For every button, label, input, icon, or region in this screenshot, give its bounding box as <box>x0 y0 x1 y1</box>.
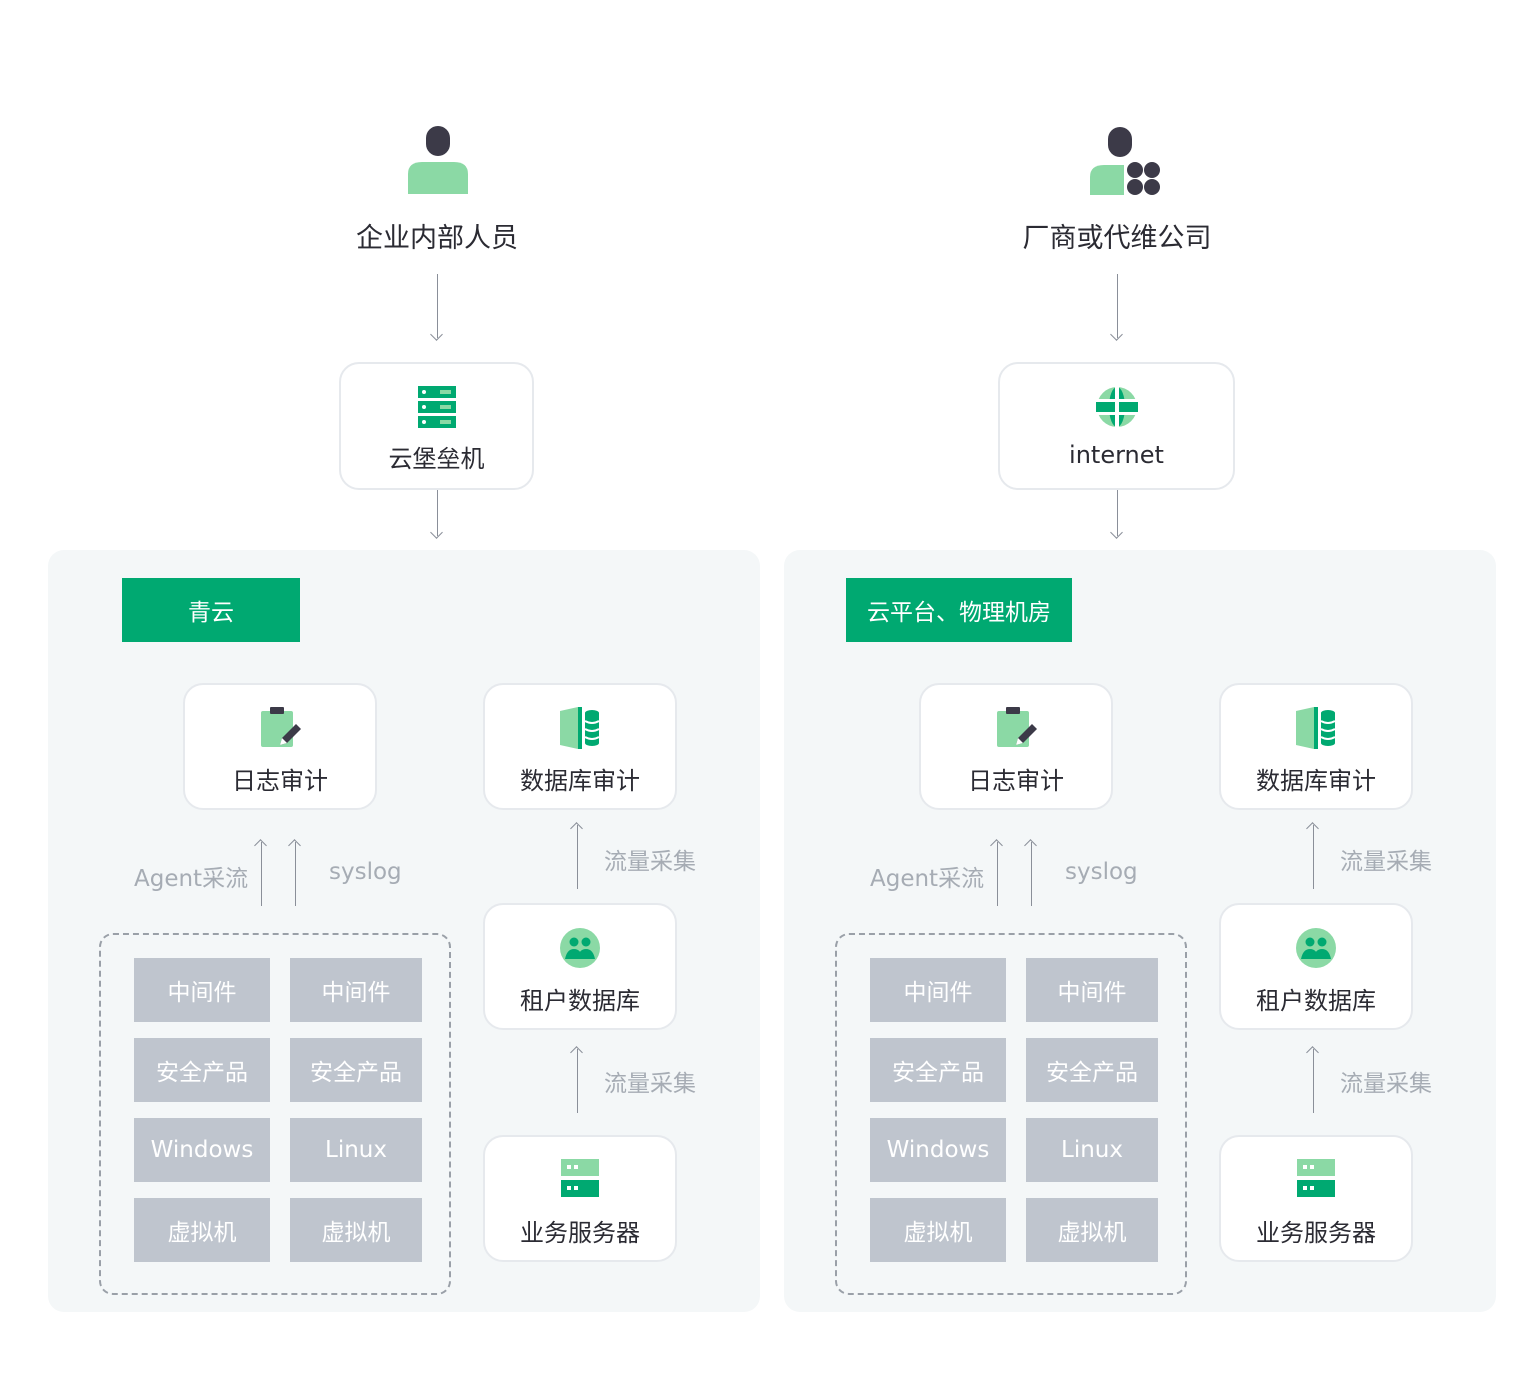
arrow-up <box>1313 1049 1314 1113</box>
arrow-up <box>261 842 262 906</box>
database-book-icon <box>560 707 600 753</box>
syslog-label: syslog <box>1065 859 1138 885</box>
arrow-down <box>1117 274 1118 338</box>
host-cell[interactable]: 虚拟机 <box>1026 1198 1158 1262</box>
traffic-label: 流量采集 <box>1340 1071 1432 1097</box>
card-label: 数据库审计 <box>520 767 640 795</box>
actor-label-vendor: 厂商或代维公司 <box>1022 223 1212 254</box>
server-stack-icon <box>417 386 456 432</box>
log-audit-card[interactable]: 日志审计 <box>919 683 1113 810</box>
gateway-card-bastion[interactable]: 云堡垒机 <box>339 362 534 490</box>
database-book-icon <box>1296 707 1336 753</box>
syslog-label: syslog <box>329 859 402 885</box>
arrow-up <box>577 1049 578 1113</box>
arrow-down <box>1117 490 1118 536</box>
card-label: 日志审计 <box>968 767 1064 795</box>
db-audit-card[interactable]: 数据库审计 <box>1219 683 1413 810</box>
log-audit-card[interactable]: 日志审计 <box>183 683 377 810</box>
arrow-down <box>437 274 438 338</box>
host-cell[interactable]: 中间件 <box>290 958 422 1022</box>
users-group-icon <box>559 927 601 973</box>
globe-icon <box>1095 386 1138 432</box>
host-cell[interactable]: 虚拟机 <box>134 1198 270 1262</box>
card-label: 租户数据库 <box>520 987 640 1015</box>
tenant-db-card[interactable]: 租户数据库 <box>483 903 677 1030</box>
host-cell[interactable]: Windows <box>134 1118 270 1182</box>
actor-label-internal-staff: 企业内部人员 <box>356 223 518 254</box>
db-audit-card[interactable]: 数据库审计 <box>483 683 677 810</box>
region-tag: 云平台、物理机房 <box>846 578 1072 642</box>
host-group <box>99 933 451 1295</box>
traffic-label: 流量采集 <box>604 849 696 875</box>
arrow-down <box>437 490 438 536</box>
clipboard-pen-icon <box>259 707 301 753</box>
host-cell[interactable]: Linux <box>1026 1118 1158 1182</box>
card-label: 数据库审计 <box>1256 767 1376 795</box>
arrow-up <box>997 842 998 906</box>
arrow-up <box>1031 842 1032 906</box>
host-cell[interactable]: 安全产品 <box>134 1038 270 1102</box>
traffic-label: 流量采集 <box>604 1071 696 1097</box>
host-cell[interactable]: 虚拟机 <box>290 1198 422 1262</box>
host-cell[interactable]: 虚拟机 <box>870 1198 1006 1262</box>
agent-label: Agent采流 <box>870 866 985 892</box>
tenant-db-card[interactable]: 租户数据库 <box>1219 903 1413 1030</box>
card-label: 租户数据库 <box>1256 987 1376 1015</box>
host-cell[interactable]: Windows <box>870 1118 1006 1182</box>
card-label: 业务服务器 <box>520 1219 640 1247</box>
region-tag: 青云 <box>122 578 300 642</box>
host-cell[interactable]: 中间件 <box>1026 958 1158 1022</box>
host-cell[interactable]: 安全产品 <box>870 1038 1006 1102</box>
gateway-label: internet <box>1069 441 1164 469</box>
card-label: 日志审计 <box>232 767 328 795</box>
host-cell[interactable]: 中间件 <box>134 958 270 1022</box>
arrow-up <box>577 825 578 889</box>
host-cell[interactable]: 安全产品 <box>290 1038 422 1102</box>
arrow-up <box>295 842 296 906</box>
host-cell[interactable]: Linux <box>290 1118 422 1182</box>
clipboard-pen-icon <box>995 707 1037 753</box>
host-group <box>835 933 1187 1295</box>
server-icon <box>561 1159 599 1201</box>
biz-server-card[interactable]: 业务服务器 <box>1219 1135 1413 1262</box>
host-cell[interactable]: 安全产品 <box>1026 1038 1158 1102</box>
person-with-partners-icon <box>1090 127 1162 195</box>
person-icon <box>408 126 468 194</box>
biz-server-card[interactable]: 业务服务器 <box>483 1135 677 1262</box>
users-group-icon <box>1295 927 1337 973</box>
traffic-label: 流量采集 <box>1340 849 1432 875</box>
gateway-label: 云堡垒机 <box>388 445 485 473</box>
server-icon <box>1297 1159 1335 1201</box>
card-label: 业务服务器 <box>1256 1219 1376 1247</box>
host-cell[interactable]: 中间件 <box>870 958 1006 1022</box>
agent-label: Agent采流 <box>134 866 249 892</box>
gateway-card-internet[interactable]: internet <box>998 362 1235 490</box>
arrow-up <box>1313 825 1314 889</box>
